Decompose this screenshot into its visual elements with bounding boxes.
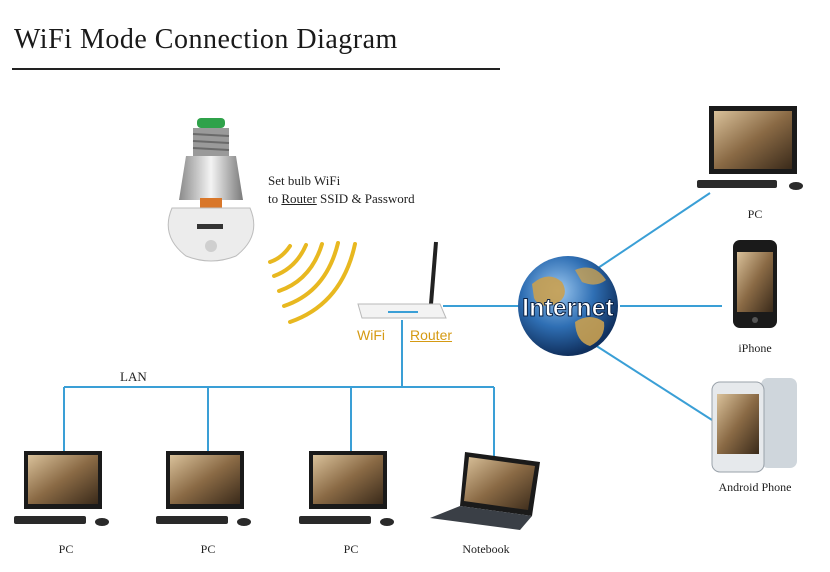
android-caption: Android Phone <box>718 480 792 494</box>
title-underline <box>12 68 500 70</box>
bulb-instructions: Set bulb WiFi to Router SSID & Password <box>268 172 415 208</box>
lan-label: LAN <box>120 369 147 384</box>
pc3-caption: PC <box>343 542 359 556</box>
pc-right-caption: PC <box>747 207 763 221</box>
bulb-instruction-line1: Set bulb WiFi <box>268 173 341 188</box>
bulb-line2-suffix: SSID & Password <box>316 191 415 206</box>
android-phone <box>711 378 797 473</box>
pc1-caption: PC <box>58 542 74 556</box>
pc-bottom-3 <box>299 451 394 526</box>
pc-bottom-1 <box>14 451 109 526</box>
internet-android-line <box>594 344 713 421</box>
notebook <box>430 452 540 530</box>
bulb-instruction-line2: to Router SSID & Password <box>268 190 415 208</box>
pc2-caption: PC <box>200 542 216 556</box>
router <box>357 241 447 319</box>
wifi-label: WiFi <box>357 327 385 343</box>
camera-bulb <box>167 118 255 262</box>
bulb-line2-prefix: to <box>268 191 282 206</box>
internet-pc-line <box>594 192 711 271</box>
internet-globe <box>518 256 618 356</box>
notebook-caption: Notebook <box>462 542 510 556</box>
wifi-waves <box>268 241 357 324</box>
bulb-line2-router: Router <box>281 191 317 206</box>
iphone <box>733 240 777 328</box>
internet-label: Internet <box>522 294 614 322</box>
pc-right <box>697 106 803 190</box>
connection-lines <box>63 192 722 456</box>
router-label: Router <box>410 327 453 343</box>
diagram-title: WiFi Mode Connection Diagram <box>14 24 398 55</box>
pc-bottom-2 <box>156 451 251 526</box>
iphone-caption: iPhone <box>738 341 772 355</box>
